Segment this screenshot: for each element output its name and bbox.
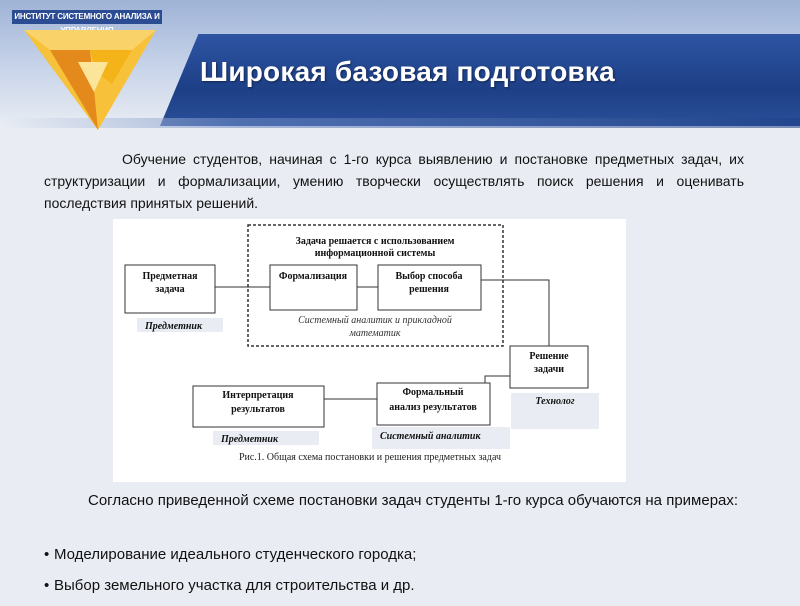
node-formalization: [269, 264, 358, 311]
role-technologist: Технолог: [535, 396, 574, 407]
role-analyst-note-2: математик: [348, 328, 400, 339]
role-tag: [213, 431, 319, 445]
node-interpretation-label-1: Интерпретация: [222, 390, 294, 401]
node-method-label-1: Выбор способа: [395, 271, 462, 282]
role-system-analyst: Системный аналитик: [380, 431, 481, 442]
node-formal-analysis: [376, 382, 491, 426]
list-item-text: Выбор земельного участка для строительст…: [54, 577, 415, 594]
node-subject-task: [124, 264, 216, 314]
figure-caption: Рис.1. Общая схема постановки и решения …: [239, 452, 501, 463]
node-interpretation: [192, 385, 325, 428]
list-item: •Выбор земельного участка для строительс…: [44, 575, 416, 597]
header-stripe: [0, 118, 800, 128]
institute-logo: [24, 30, 156, 130]
group-title-2: информационной системы: [315, 248, 436, 259]
node-method-choice: [377, 264, 482, 311]
process-diagram: Задача решается с использованием информа…: [113, 219, 626, 482]
group-title-1: Задача решается с использованием: [296, 236, 455, 247]
logo-right-face: [90, 50, 132, 84]
connector: [481, 279, 550, 346]
header-bar: [160, 34, 800, 126]
node-solution-label-2: задачи: [534, 364, 564, 375]
node-method-label-2: решения: [409, 284, 449, 295]
bullet-icon: •: [44, 546, 50, 563]
node-solution-label-1: Решение: [529, 351, 569, 362]
is-group-frame: [247, 224, 504, 347]
logo-top-face: [24, 30, 156, 50]
role-tag: [511, 393, 599, 429]
node-solution: [509, 345, 589, 389]
node-subject-task-label-2: задача: [155, 284, 184, 295]
role-tag: [137, 318, 223, 332]
list-item: •Моделирование идеального студенческого …: [44, 544, 416, 566]
node-subject-task-label-1: Предметная: [142, 271, 198, 282]
summary-paragraph: Согласно приведенной схеме постановки за…: [88, 492, 739, 509]
page-title: Широкая базовая подготовка: [200, 56, 615, 87]
role-subject-expert-2: Предметник: [220, 434, 279, 445]
node-formal-analysis-label-2: анализ результатов: [389, 402, 477, 413]
bullet-icon: •: [44, 577, 50, 594]
node-interpretation-label-2: результатов: [231, 404, 285, 415]
role-subject-expert-1: Предметник: [144, 321, 203, 332]
node-formalization-label: Формализация: [279, 271, 348, 282]
role-tag: [372, 427, 510, 449]
role-analyst-note-1: Системный аналитик и прикладной: [298, 315, 452, 326]
logo-inner: [78, 62, 108, 92]
examples-list: •Моделирование идеального студенческого …: [44, 544, 416, 606]
intro-paragraph: Обучение студентов, начиная с 1-го курса…: [44, 151, 744, 211]
node-formal-analysis-label-1: Формальный: [402, 387, 463, 398]
list-item-text: Моделирование идеального студенческого г…: [54, 546, 417, 563]
